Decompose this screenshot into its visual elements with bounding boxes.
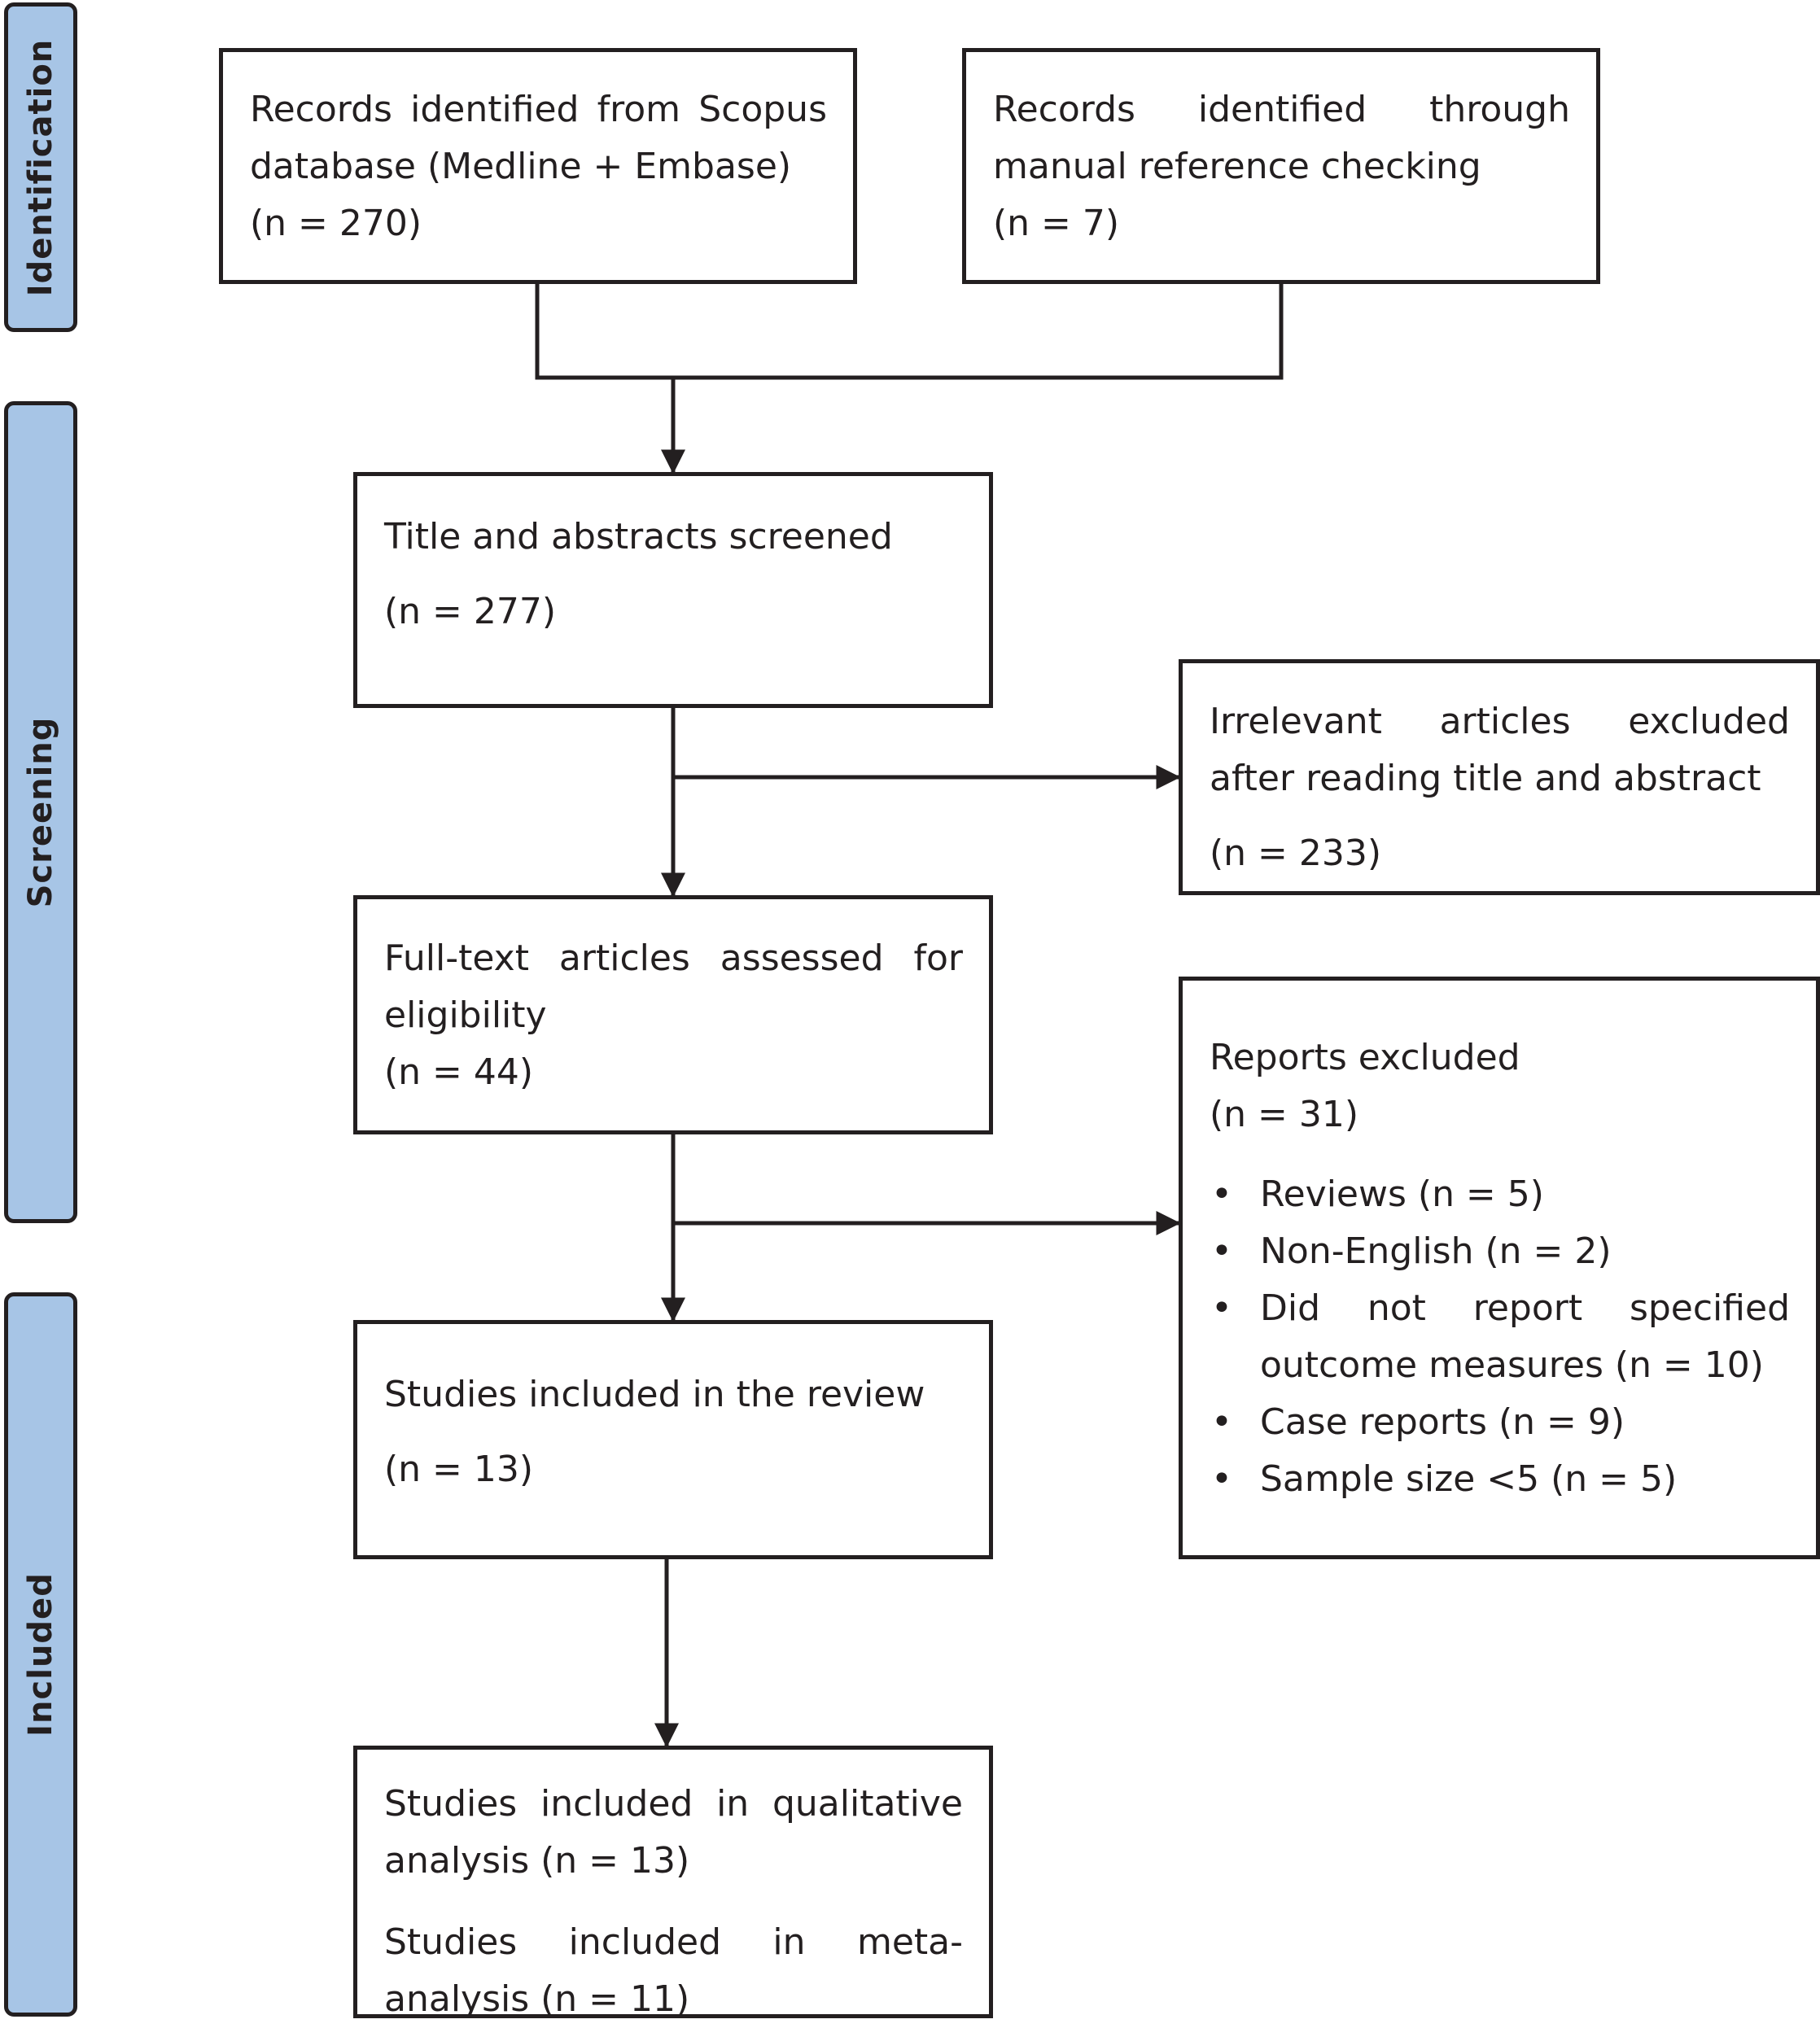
reason-item: Reviews (n = 5): [1210, 1166, 1790, 1223]
qualitative-line2: analysis (n = 13): [384, 1840, 690, 1882]
reason-item: Sample size <5 (n = 5): [1210, 1451, 1790, 1508]
phase-screening: Screening: [4, 401, 77, 1223]
reports-excluded-box: Reports excluded (n = 31) Reviews (n = 5…: [1179, 977, 1820, 1559]
screened-box: Title and abstracts screened (n = 277): [353, 472, 993, 708]
irrelevant-excluded-box: Irrelevant articles excluded after readi…: [1179, 659, 1820, 895]
scopus-line2: database (Medline + Embase): [250, 146, 792, 187]
fulltext-box: Full-text articles assessed for eligibil…: [353, 895, 993, 1134]
manual-count: (n = 7): [993, 203, 1120, 244]
excluded-count: (n = 31): [1210, 1094, 1359, 1135]
reason-item: Non-English (n = 2): [1210, 1223, 1790, 1280]
screened-count: (n = 277): [384, 591, 557, 632]
irrelevant-line2: after reading title and abstract: [1210, 758, 1761, 799]
review-text: Studies included in the review: [384, 1374, 925, 1415]
meta-line2: analysis (n = 11): [384, 1978, 690, 2020]
reason-item-continuation: outcome measures (n = 10): [1260, 1344, 1764, 1386]
manual-records-box: Records identified through manual refere…: [962, 48, 1600, 284]
review-count: (n = 13): [384, 1449, 534, 1490]
fulltext-line1: Full-text articles assessed for: [384, 938, 963, 979]
scopus-line1: Records identified from Scopus: [250, 89, 827, 130]
irrelevant-count: (n = 233): [1210, 833, 1382, 874]
fulltext-count: (n = 44): [384, 1051, 534, 1093]
fulltext-line2: eligibility: [384, 994, 547, 1036]
phase-included: Included: [4, 1292, 77, 2017]
manual-line2: manual reference checking: [993, 146, 1481, 187]
meta-line1: Studies included in meta-: [384, 1921, 963, 1963]
excluded-title: Reports excluded: [1210, 1037, 1520, 1078]
exclusion-reasons-list: Reviews (n = 5) Non-English (n = 2) Did …: [1210, 1166, 1790, 1508]
reason-item: Case reports (n = 9): [1210, 1394, 1790, 1451]
scopus-count: (n = 270): [250, 203, 422, 244]
phase-identification: Identification: [4, 2, 77, 332]
reason-item: Did not report specified: [1210, 1280, 1790, 1337]
irrelevant-line1: Irrelevant articles excluded: [1210, 701, 1790, 742]
scopus-records-box: Records identified from Scopus database …: [219, 48, 857, 284]
review-included-box: Studies included in the review (n = 13): [353, 1320, 993, 1559]
manual-line1: Records identified through: [993, 89, 1570, 130]
final-analysis-box: Studies included in qualitative analysis…: [353, 1746, 993, 2020]
qualitative-line1: Studies included in qualitative: [384, 1783, 963, 1825]
merge-connector: [535, 282, 1284, 380]
screened-text: Title and abstracts screened: [384, 516, 893, 557]
